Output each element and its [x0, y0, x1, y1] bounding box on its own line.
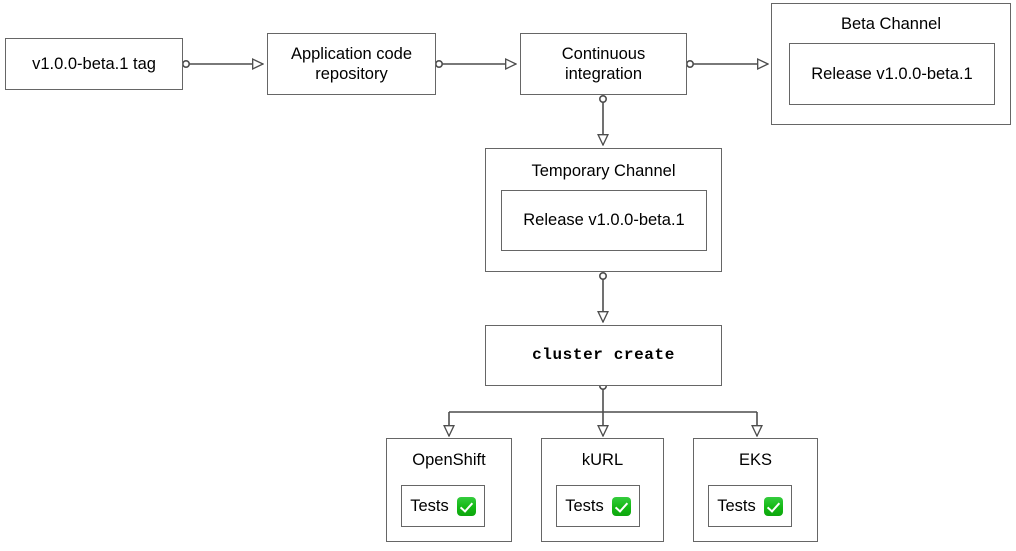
temporary-channel-release-box[interactable]: Release v1.0.0-beta.1 [501, 190, 707, 251]
kurl-tests-label: Tests [565, 496, 604, 515]
beta-channel-release-box[interactable]: Release v1.0.0-beta.1 [789, 43, 995, 105]
eks-tests-label: Tests [717, 496, 756, 515]
kurl-tests-box[interactable]: Tests [556, 485, 640, 527]
node-kurl-title: kURL [581, 451, 624, 469]
node-beta-channel[interactable]: Beta Channel Release v1.0.0-beta.1 [771, 3, 1011, 125]
node-continuous-integration-label: Continuous integration [561, 44, 646, 83]
node-temporary-channel[interactable]: Temporary Channel Release v1.0.0-beta.1 [485, 148, 722, 272]
node-temporary-channel-title: Temporary Channel [531, 162, 676, 180]
eks-tests-box[interactable]: Tests [708, 485, 792, 527]
node-eks[interactable]: EKS Tests [693, 438, 818, 542]
temporary-channel-release-label: Release v1.0.0-beta.1 [523, 211, 685, 230]
node-openshift[interactable]: OpenShift Tests [386, 438, 512, 542]
green-check-icon [611, 496, 631, 516]
openshift-tests-row: Tests [410, 496, 476, 516]
beta-channel-release-label: Release v1.0.0-beta.1 [811, 64, 973, 83]
node-application-code-repository[interactable]: Application code repository [267, 33, 436, 95]
green-check-icon [456, 496, 476, 516]
node-beta-channel-title: Beta Channel [841, 15, 941, 33]
node-version-tag-label: v1.0.0-beta.1 tag [32, 54, 156, 73]
node-cluster-create[interactable]: cluster create [485, 325, 722, 386]
openshift-tests-box[interactable]: Tests [401, 485, 485, 527]
node-eks-title: EKS [738, 451, 773, 469]
node-kurl[interactable]: kURL Tests [541, 438, 664, 542]
kurl-tests-row: Tests [565, 496, 631, 516]
openshift-tests-label: Tests [410, 496, 449, 515]
node-continuous-integration[interactable]: Continuous integration [520, 33, 687, 95]
node-cluster-create-label: cluster create [532, 345, 675, 364]
eks-tests-row: Tests [717, 496, 783, 516]
node-application-code-repository-label: Application code repository [290, 44, 413, 83]
green-check-icon [763, 496, 783, 516]
node-version-tag[interactable]: v1.0.0-beta.1 tag [5, 38, 183, 90]
node-openshift-title: OpenShift [412, 451, 486, 469]
